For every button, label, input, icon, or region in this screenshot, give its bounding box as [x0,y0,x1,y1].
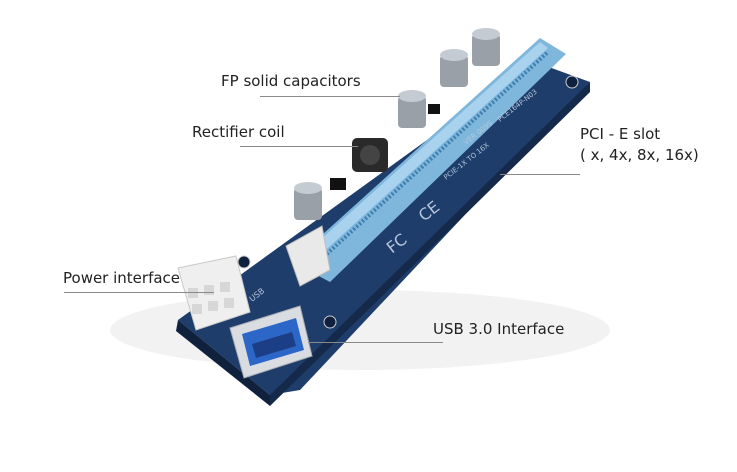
power-connector [177,255,251,331]
capacitor-2 [440,49,468,87]
leader-pcie-slot [500,174,580,175]
ic-chip [330,178,346,190]
mount-hole-2 [323,315,337,329]
capacitor-4 [294,182,322,220]
capacitor-3 [472,28,500,66]
usb-port [229,305,313,379]
leader-capacitors [260,96,400,97]
pcb-edge-right [270,82,590,406]
ic-chip-2 [428,104,440,114]
label-pcie-slot-speeds: ( x, 4x, 8x, 16x) [580,146,699,164]
pcie-slot-top [300,42,548,266]
pcb-edge [176,320,270,406]
slot-latch [285,225,331,287]
label-usb-interface: USB 3.0 Interface [433,320,565,338]
pcie-slot [292,38,566,282]
mount-hole-1 [565,75,579,89]
leader-coil [240,146,358,147]
label-rectifier-coil: Rectifier coil [192,123,285,141]
label-fp-solid-capacitors: FP solid capacitors [221,72,361,90]
leader-power [64,292,214,293]
rectifier-coil-top [360,145,380,165]
label-power-interface: Power interface [63,269,181,287]
leader-usb [308,342,443,343]
mount-hole-3 [237,255,251,269]
label-pcie-slot: PCI - E slot [580,125,661,143]
capacitor-1 [398,90,426,128]
